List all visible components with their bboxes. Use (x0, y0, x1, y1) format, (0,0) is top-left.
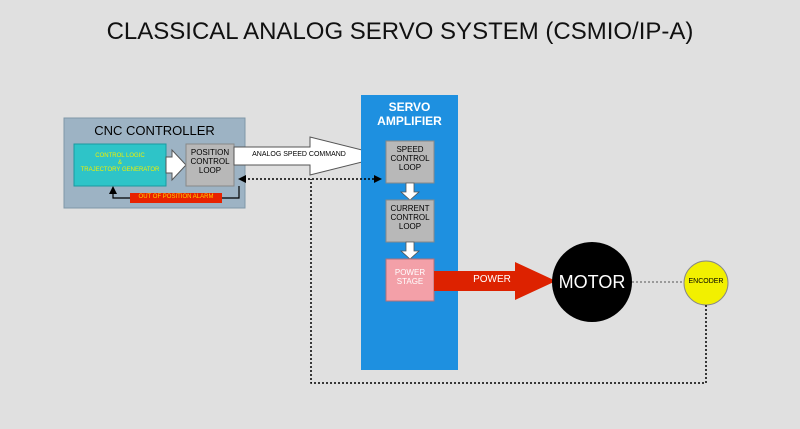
speed-control-loop-box (385, 140, 435, 184)
alarm-feedback-line (222, 186, 240, 199)
motor-label: MOTOR (558, 272, 626, 292)
logic-to-position-arrow (165, 148, 187, 182)
current-control-loop-label: CURRENT CONTROL LOOP (390, 204, 430, 232)
power-label: POWER (473, 274, 511, 285)
servo-amplifier-label: SERVO AMPLIFIER (377, 100, 442, 128)
control-logic-label: CONTROL LOGIC & TRAJECTORY GENERATOR (80, 153, 160, 173)
speed-control-loop-label: SPEED CONTROL LOOP (390, 145, 430, 173)
alarm-to-logic-line (109, 186, 130, 199)
current-control-loop-box (385, 199, 435, 243)
position-control-loop-label: POSITION CONTROL LOOP (190, 148, 230, 176)
alarm-box (130, 193, 222, 203)
power-stage-box (385, 258, 435, 302)
power-arrow (434, 262, 556, 300)
encoder-label: ENCODER (688, 278, 724, 285)
speed-to-current-arrow (399, 182, 421, 201)
alarm-label: OUT OF POSITION ALARM (138, 194, 214, 200)
position-control-loop-box (185, 143, 235, 187)
page-title: CLASSICAL ANALOG SERVO SYSTEM (CSMIO/IP-… (106, 18, 694, 45)
current-to-power-arrow (399, 241, 421, 260)
cnc-controller-label: CNC CONTROLLER (94, 123, 215, 138)
motor-circle (552, 242, 632, 322)
control-logic-box (73, 143, 167, 187)
speed-command-label: ANALOG SPEED COMMAND (252, 151, 346, 158)
speed-command-arrow (233, 136, 387, 176)
power-stage-label: POWER STAGE (394, 268, 426, 287)
